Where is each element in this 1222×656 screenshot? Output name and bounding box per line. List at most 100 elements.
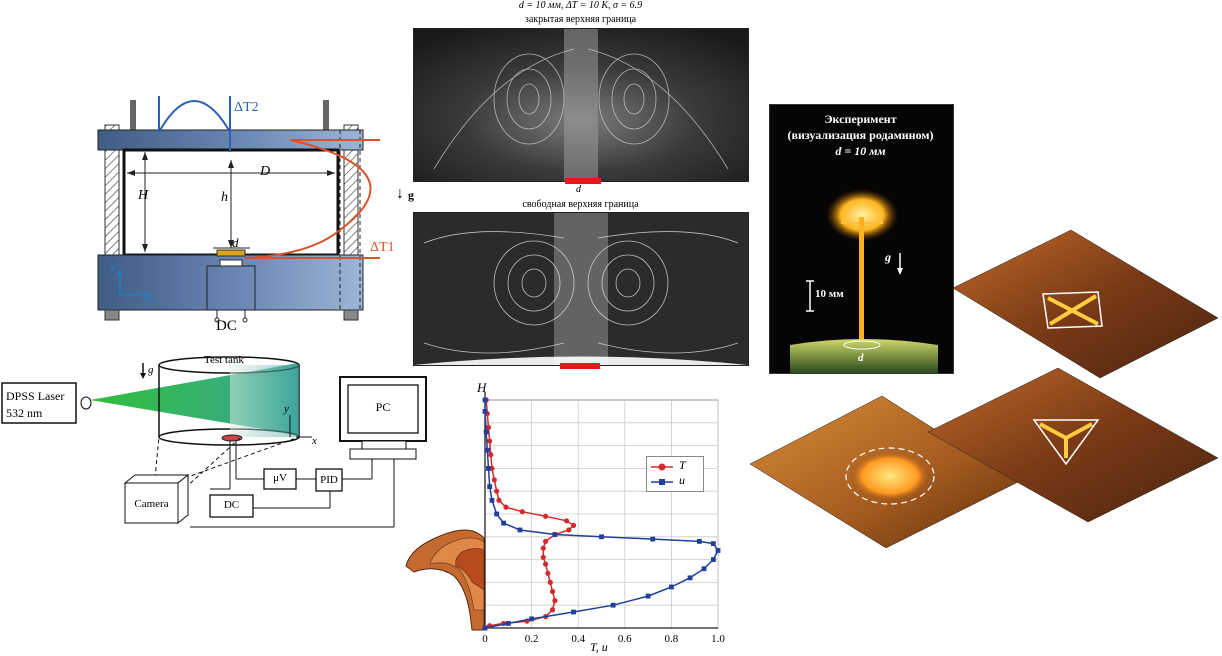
series-point-T <box>496 497 502 503</box>
y-axis-label: y <box>110 258 116 273</box>
pc-label: PC <box>375 400 391 414</box>
x-axis-label: x <box>147 290 153 305</box>
h-small-label: h <box>221 190 228 205</box>
series-point-T <box>563 518 570 524</box>
d-big-label: D <box>260 164 271 179</box>
dc-label: DC <box>216 318 237 334</box>
x-tick-label: 0 <box>482 633 488 645</box>
series-point-u <box>710 541 716 547</box>
heater-bar-free <box>560 363 600 369</box>
temperature-field-inset <box>405 529 485 631</box>
series-point-T <box>503 504 509 510</box>
free-boundary-label: свободная верхняя граница <box>522 199 639 210</box>
series-point-u <box>552 532 558 537</box>
series-point-u <box>687 575 693 581</box>
experiment-title-2: (визуализация родамином) <box>787 128 934 142</box>
series-point-u <box>669 584 674 590</box>
heater-bar-closed <box>565 178 601 184</box>
series-point-u <box>599 534 604 540</box>
series-point-u <box>482 409 488 414</box>
series-point-T <box>519 509 525 515</box>
series-point-T <box>549 607 556 613</box>
gravity-label: g <box>408 188 414 202</box>
closed-boundary-label: закрытая верхняя граница <box>524 14 637 25</box>
chart-ylabel: H <box>477 380 487 395</box>
series-point-u <box>715 548 721 553</box>
series-point-u <box>501 520 507 526</box>
experiment-g-label: g <box>885 250 891 264</box>
setup-y-label: y <box>284 403 289 415</box>
series-point-u <box>505 621 511 626</box>
x-tick-label: 0.6 <box>618 633 632 645</box>
setup-dc-label: DC <box>223 499 240 511</box>
tank-label: Test tank <box>204 354 244 366</box>
experiment-scale-label: 10 мм <box>815 288 844 300</box>
series-point-u <box>482 397 488 403</box>
legend-label-t: T <box>679 458 686 472</box>
series-line-u <box>484 400 719 629</box>
piv-closed-photo <box>413 28 749 182</box>
series-point-u <box>487 484 493 490</box>
d-small-label: d <box>232 235 239 250</box>
x-tick-label: 0.8 <box>665 633 679 645</box>
tile-y-pattern <box>927 367 1219 523</box>
legend-swatch-u <box>651 475 673 487</box>
rhodamine-photo <box>769 104 954 374</box>
series-point-u <box>484 447 490 453</box>
laser-label-2: 532 nm <box>6 406 43 420</box>
series-point-T <box>542 538 549 544</box>
series-point-u <box>494 511 500 517</box>
pid-label: PID <box>320 474 338 486</box>
cavity-schematic <box>97 96 380 323</box>
series-point-T <box>540 554 546 560</box>
series-point-T <box>485 424 492 430</box>
series-point-T <box>542 513 549 519</box>
series-point-T <box>487 438 493 444</box>
chart-xlabel: T, u <box>590 640 608 654</box>
series-point-T <box>545 570 551 576</box>
series-point-T <box>542 561 549 567</box>
series-point-u <box>645 593 651 599</box>
series-point-T <box>552 598 558 604</box>
series-point-u <box>571 609 576 615</box>
thermal-tiles <box>749 229 1219 548</box>
h-label: H <box>138 188 149 203</box>
x-tick-label: 1.0 <box>711 633 725 645</box>
piv-free-photo <box>413 212 749 366</box>
series-point-T <box>540 545 546 551</box>
series-point-u <box>696 538 702 544</box>
chart-legend: T u <box>646 456 704 492</box>
series-point-u <box>486 466 491 471</box>
series-point-T <box>566 527 572 533</box>
series-point-u <box>701 566 707 572</box>
experiment-title-3: d = 10 мм <box>835 144 886 158</box>
series-point-u <box>517 527 523 533</box>
setup-x-label: x <box>312 435 317 447</box>
x-tick-label: 0.4 <box>571 633 585 645</box>
experiment-title-1: Эксперимент <box>824 112 897 126</box>
setup-g-label: g <box>148 364 154 376</box>
closed-d-label: d <box>576 184 581 195</box>
series-point-u <box>710 557 716 562</box>
series-point-T <box>570 522 577 528</box>
series-point-u <box>529 616 534 622</box>
dt2-label: ΔT2 <box>234 100 259 115</box>
series-point-u <box>610 602 616 608</box>
experiment-d-label: d <box>858 352 864 364</box>
dt1-label: ΔT1 <box>370 240 395 255</box>
series-point-T <box>549 588 556 595</box>
series-point-u <box>483 429 489 435</box>
gravity-arrow: ↓ <box>396 185 404 202</box>
legend-label-u: u <box>679 473 685 487</box>
camera-label: Camera <box>134 498 169 510</box>
series-point-u <box>650 536 656 542</box>
uv-label: μV <box>273 472 287 484</box>
top-caption: d = 10 мм, ΔT = 10 K, σ = 6.9 <box>518 0 643 11</box>
series-point-T <box>494 488 500 494</box>
series-point-u <box>489 497 495 503</box>
series-point-T <box>547 579 553 585</box>
setup-diagram <box>1 356 427 528</box>
x-tick-label: 0.2 <box>525 633 539 645</box>
legend-swatch-t <box>651 460 673 472</box>
series-point-u <box>482 625 488 631</box>
